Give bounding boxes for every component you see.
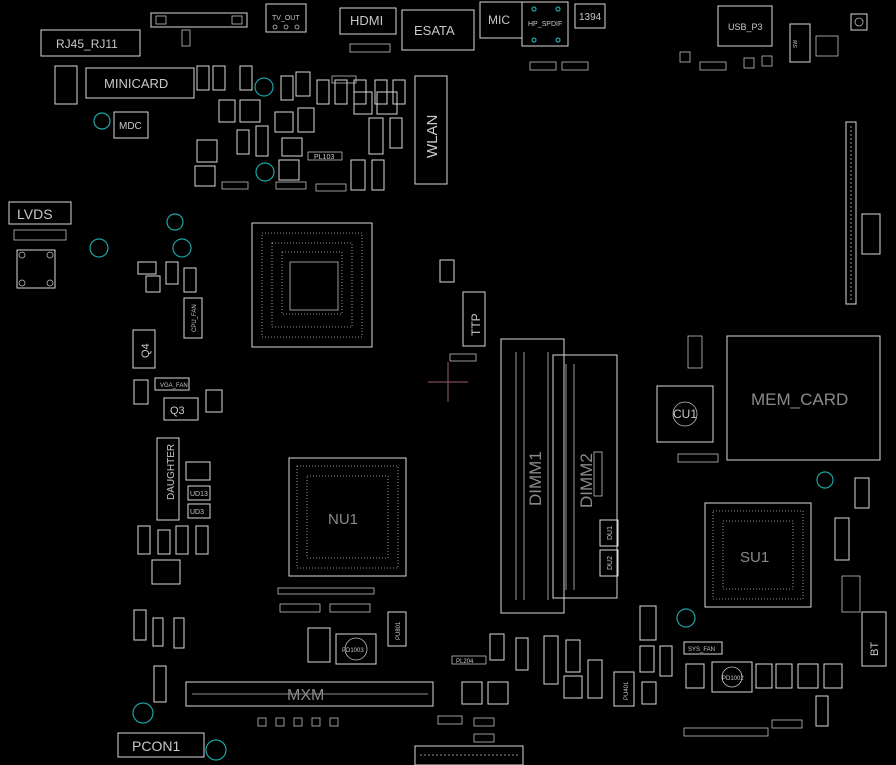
wlan-slot[interactable]: WLAN: [414, 75, 448, 185]
cu1-chip[interactable]: CU1: [656, 385, 714, 443]
top-components: PL103: [194, 51, 773, 192]
crosshair-cursor-icon: [428, 362, 468, 402]
minicard-label: MINICARD: [104, 76, 168, 91]
q3-label: Q3: [170, 405, 185, 417]
left-column-parts: CPU_FAN: [137, 261, 203, 339]
hp-spdif-connector[interactable]: HP_SPDIF: [521, 1, 569, 47]
pu801-chip[interactable]: PU801: [387, 611, 407, 647]
tv-out-connector[interactable]: TV_OUT: [265, 3, 307, 33]
lvds-inverter: [16, 249, 56, 289]
mic-label: MIC: [488, 13, 510, 27]
ud3-chip[interactable]: UD3: [187, 503, 211, 519]
pu401-chip[interactable]: PU401: [613, 671, 635, 707]
mxm-slot[interactable]: MXM: [185, 681, 434, 707]
hdmi-connector[interactable]: HDMI: [339, 7, 397, 53]
pcon1-connector[interactable]: PCON1: [117, 732, 205, 758]
tv-out-label: TV_OUT: [272, 15, 300, 22]
mdc-connector[interactable]: MDC: [113, 111, 149, 139]
switch-label: SW: [793, 40, 799, 48]
q3-transistor[interactable]: Q3: [163, 397, 199, 421]
rj45-connector[interactable]: RJ45_RJ11: [40, 29, 141, 57]
mdc-label: MDC: [119, 121, 142, 132]
small-ic: [439, 259, 455, 283]
cpu-fan-label: CPU_FAN: [192, 304, 198, 332]
dimm1-slot[interactable]: DIMM1: [500, 338, 565, 614]
pd1002-part[interactable]: PD1002: [711, 661, 753, 693]
top-right-button[interactable]: [850, 13, 868, 31]
daughter-label: DAUGHTER: [166, 444, 177, 500]
mic-connector[interactable]: MIC: [479, 1, 523, 39]
du1-label: DU1: [607, 526, 614, 540]
q4-label: Q4: [140, 343, 152, 358]
minicard-part: [54, 65, 78, 105]
lvds-label: LVDS: [17, 206, 53, 222]
dimm2-slot[interactable]: DIMM2: [552, 354, 618, 599]
pd1003-label: PD1003: [342, 648, 364, 654]
dimm1-label: DIMM1: [526, 451, 545, 506]
dimm2-label: DIMM2: [577, 453, 596, 508]
du1-chip[interactable]: DU1: [599, 519, 619, 547]
right-vertical-connector[interactable]: [845, 121, 857, 305]
lvds-connector[interactable]: LVDS: [8, 201, 72, 241]
bt-battery[interactable]: BT: [861, 611, 887, 667]
switch-component[interactable]: SW: [789, 23, 839, 63]
vga-fan-label: VGA_FAN: [160, 383, 188, 389]
esata-connector[interactable]: ESATA: [401, 9, 475, 51]
wlan-label: WLAN: [424, 115, 441, 158]
nu1-chip[interactable]: NU1: [288, 457, 407, 577]
pl204-label: PL204: [456, 659, 474, 665]
ud3-label: UD3: [190, 509, 204, 516]
daughter-connector[interactable]: DAUGHTER: [156, 437, 180, 521]
pu801-label: PU801: [396, 621, 402, 640]
mem-card-slot[interactable]: MEM_CARD: [726, 335, 881, 461]
mxm-label: MXM: [287, 687, 324, 704]
minicard-slot[interactable]: MINICARD: [85, 67, 195, 99]
sys-fan-label: SYS_FAN: [688, 647, 715, 653]
vga-fan-connector[interactable]: VGA_FAN: [154, 377, 190, 391]
mem-card-label: MEM_CARD: [751, 390, 848, 409]
ttp-connector[interactable]: TTP: [462, 291, 486, 347]
rj45-label: RJ45_RJ11: [56, 37, 118, 51]
bt-label: BT: [869, 642, 881, 656]
cpu-socket[interactable]: [251, 222, 373, 348]
pd1003-part[interactable]: PD1003: [335, 633, 377, 665]
pd1002-label: PD1002: [722, 676, 744, 682]
du2-chip[interactable]: DU2: [599, 549, 619, 577]
pl204-part[interactable]: PL204: [451, 655, 487, 665]
du2-label: DU2: [607, 556, 614, 570]
nu1-label: NU1: [328, 511, 358, 528]
ud13-chip[interactable]: UD13: [187, 485, 211, 501]
top-left-header: [150, 12, 248, 47]
cu1-label: CU1: [673, 407, 697, 421]
su1-label: SU1: [740, 549, 769, 566]
bottom-edge-connector[interactable]: [414, 745, 524, 765]
q4-transistor[interactable]: Q4: [132, 329, 156, 369]
hp-spdif-label: HP_SPDIF: [528, 21, 562, 28]
hdmi-label: HDMI: [350, 13, 383, 28]
su1-chip[interactable]: SU1: [704, 502, 812, 608]
pcon1-label: PCON1: [132, 738, 180, 754]
ieee1394-label: 1394: [579, 12, 602, 23]
ieee1394-connector[interactable]: 1394: [574, 3, 606, 29]
pl103-label: PL103: [314, 154, 334, 161]
pu401-label: PU401: [624, 681, 630, 700]
sys-fan-connector[interactable]: SYS_FAN: [683, 641, 723, 655]
usb-p3-label: USB_P3: [728, 22, 763, 32]
ttp-label: TTP: [469, 313, 483, 336]
usb-p3-connector[interactable]: USB_P3: [717, 5, 773, 47]
esata-label: ESATA: [414, 23, 455, 38]
ud13-label: UD13: [190, 491, 208, 498]
